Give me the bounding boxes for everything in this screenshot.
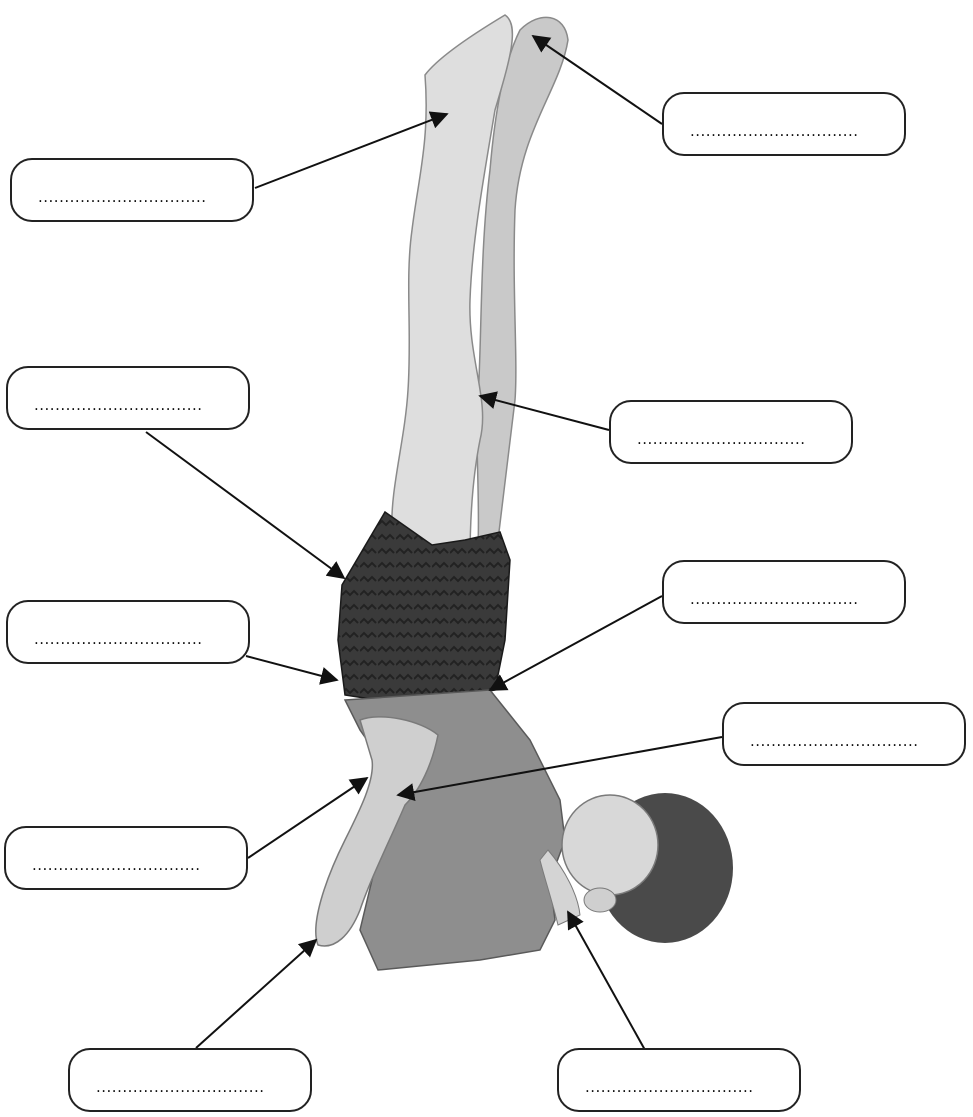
label-box-foot[interactable]: ................................ <box>10 158 254 222</box>
pointer-elbow <box>196 940 316 1048</box>
label-box-knee[interactable]: ................................ <box>609 400 853 464</box>
label-box-thigh[interactable]: ................................ <box>6 366 250 430</box>
label-box-hip-right[interactable]: ................................ <box>662 560 906 624</box>
label-blank: ................................ <box>96 1078 265 1096</box>
shorts <box>338 512 510 705</box>
label-blank: ................................ <box>34 630 203 648</box>
label-blank: ................................ <box>690 122 859 140</box>
face <box>562 795 658 895</box>
label-blank: ................................ <box>585 1078 754 1096</box>
pointer-thigh <box>146 432 344 578</box>
label-blank: ................................ <box>690 590 859 608</box>
label-blank: ................................ <box>34 396 203 414</box>
pointer-foot <box>255 114 447 188</box>
label-box-hip-left[interactable]: ................................ <box>6 600 250 664</box>
pointer-hip-left <box>246 656 337 680</box>
label-box-neck[interactable]: ................................ <box>557 1048 801 1112</box>
label-blank: ................................ <box>32 856 201 874</box>
pointer-hip-right <box>490 596 662 690</box>
label-blank: ................................ <box>637 430 806 448</box>
label-box-elbow[interactable]: ................................ <box>68 1048 312 1112</box>
label-blank: ................................ <box>750 732 919 750</box>
label-blank: ................................ <box>38 188 207 206</box>
label-box-toes[interactable]: ................................ <box>662 92 906 156</box>
ear <box>584 888 616 912</box>
label-box-hand[interactable]: ................................ <box>722 702 966 766</box>
label-box-wrist[interactable]: ................................ <box>4 826 248 890</box>
